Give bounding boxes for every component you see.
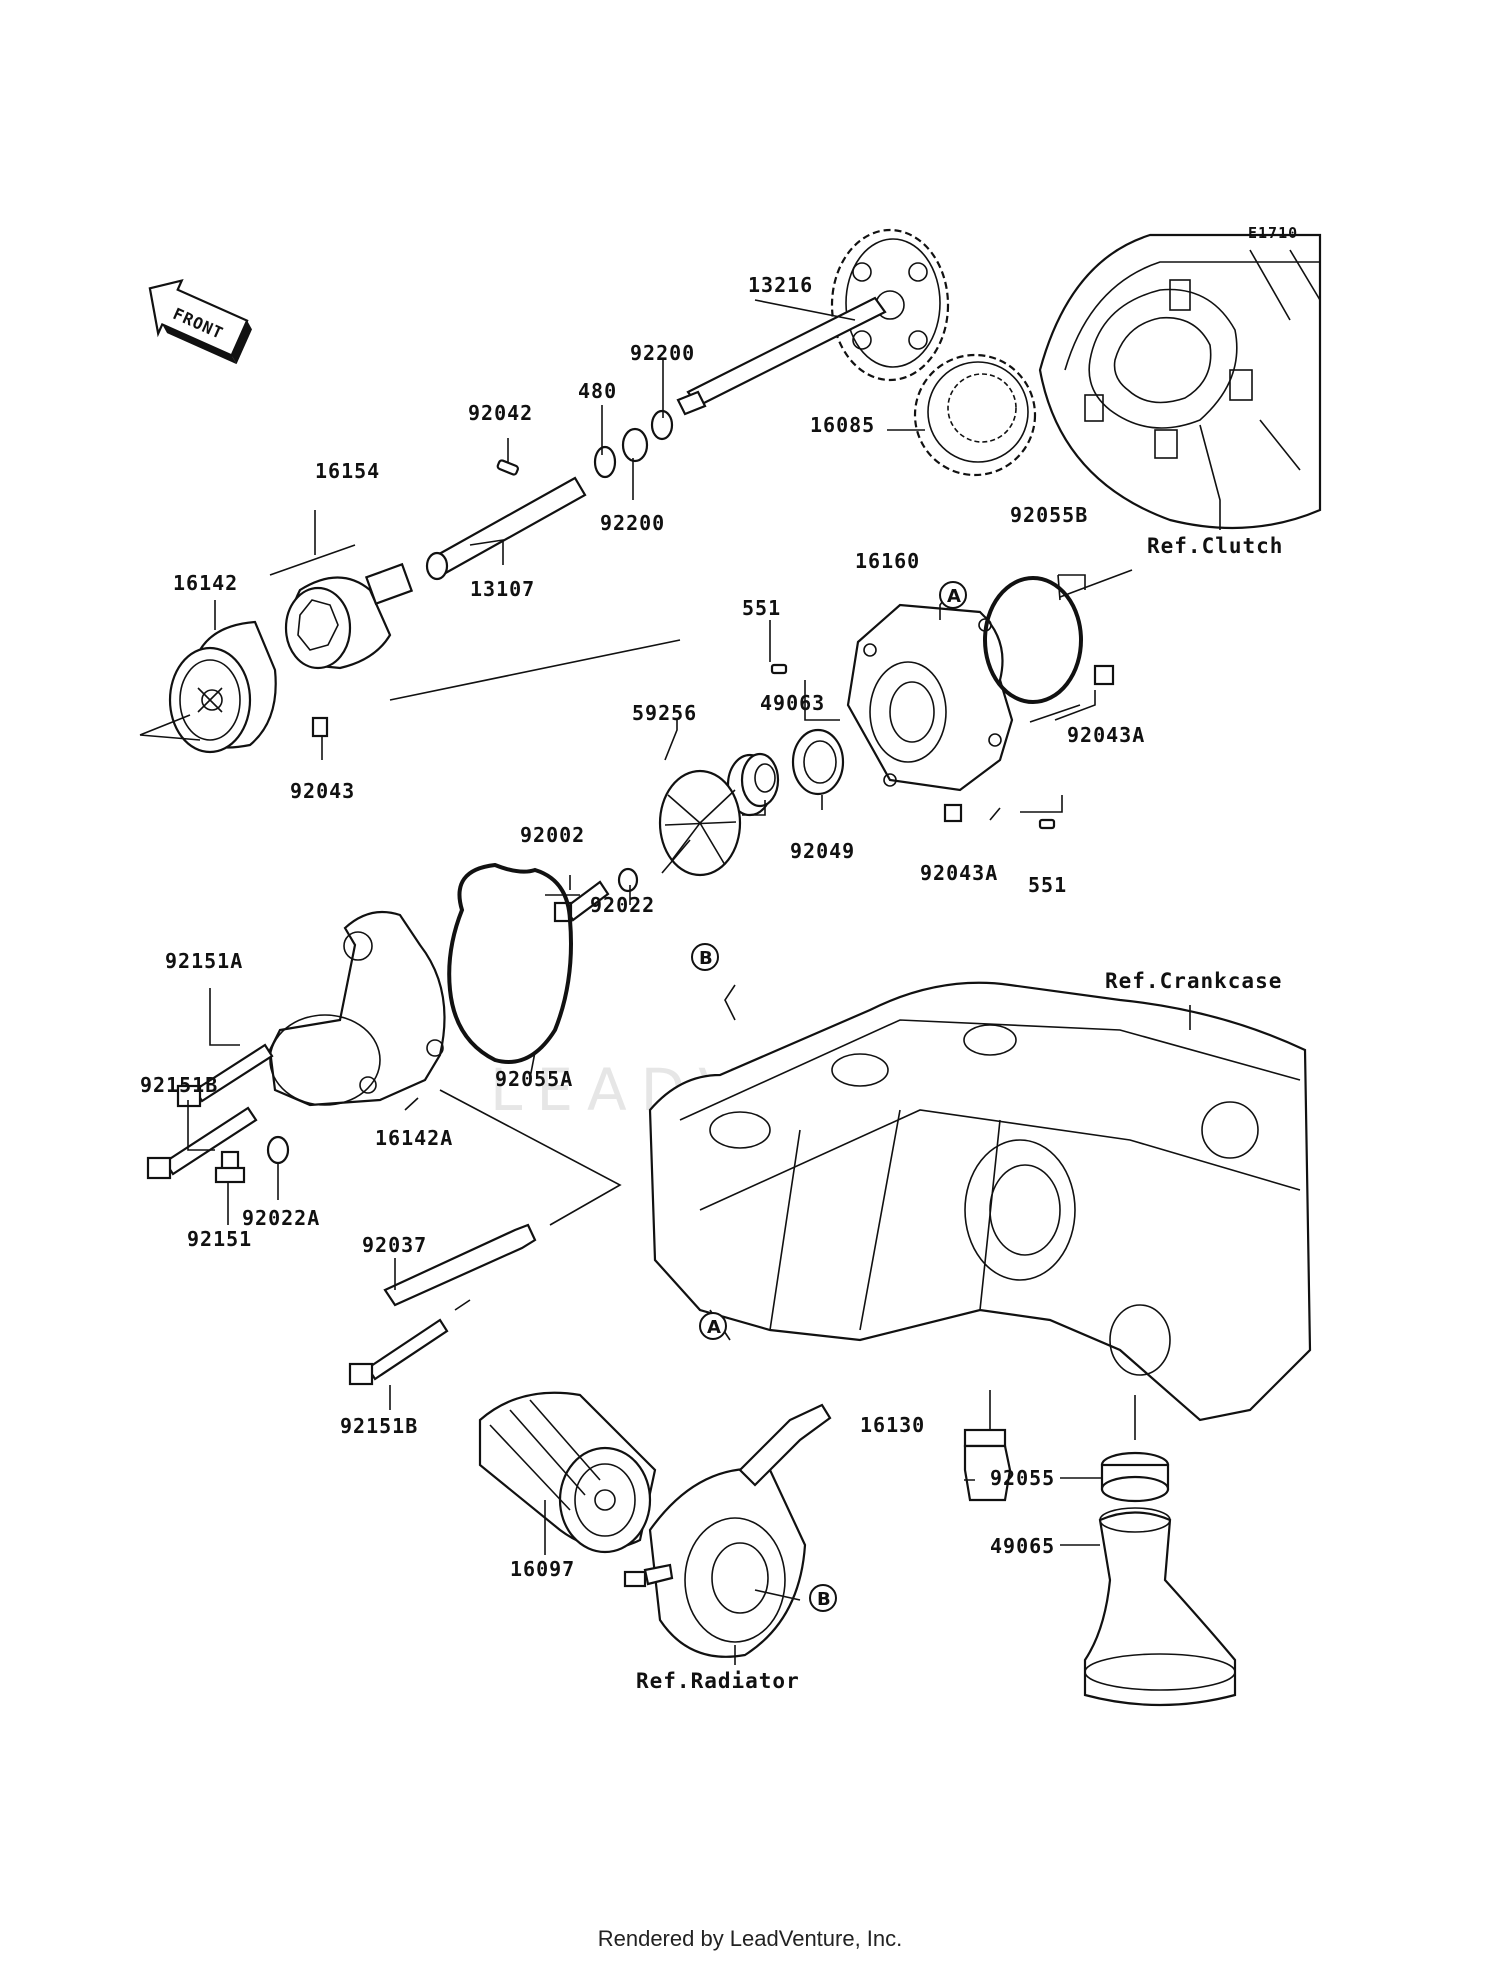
- shaft-13107: [425, 476, 587, 581]
- part-label-92022: 92022: [590, 893, 655, 917]
- callout-b-upper: B: [691, 943, 719, 971]
- part-label-92002: 92002: [520, 823, 585, 847]
- part-label-92151b-lower: 92151B: [340, 1414, 418, 1438]
- oil-cooler: [623, 1403, 832, 1658]
- diagram-code: E1710: [1248, 224, 1298, 242]
- bolt-92151b-lower: [348, 1318, 449, 1386]
- circlip-480: [593, 445, 617, 479]
- leader-lines: [139, 299, 1221, 1665]
- part-label-13107: 13107: [470, 577, 535, 601]
- part-label-92055b: 92055B: [1010, 503, 1088, 527]
- washer-92200-lower: [621, 427, 649, 463]
- dowel-92043: [311, 716, 329, 738]
- part-label-59256: 59256: [632, 701, 697, 725]
- washer-92022: [617, 867, 639, 893]
- crankcase: [648, 981, 1312, 1422]
- washer-92022a: [266, 1135, 290, 1165]
- part-label-92043a-upper: 92043A: [1067, 723, 1145, 747]
- reference-labels: Ref.Clutch Ref.Crankcase Ref.Radiator: [636, 534, 1283, 1693]
- part-label-92055a: 92055A: [495, 1067, 573, 1091]
- part-label-49065: 49065: [990, 1534, 1055, 1558]
- part-label-92022a: 92022A: [242, 1206, 320, 1230]
- part-label-16142a: 16142A: [375, 1126, 453, 1150]
- callout-b-lower: B: [809, 1584, 837, 1612]
- part-label-92037: 92037: [362, 1233, 427, 1257]
- bolt-92151: [214, 1150, 246, 1184]
- pin-551-lower: [1038, 818, 1056, 830]
- gasket-92055a: [447, 862, 573, 1064]
- part-label-551-upper: 551: [742, 596, 781, 620]
- footer-credit: Rendered by LeadVenture, Inc.: [597, 1926, 903, 1951]
- pump-housing-16142: [168, 620, 277, 754]
- dowel-92043a-lower: [943, 803, 963, 823]
- plate-92037: [383, 1223, 537, 1307]
- impeller-59256: [658, 769, 742, 877]
- part-label-92049: 92049: [790, 839, 855, 863]
- pump-body-16142a: [268, 910, 446, 1107]
- part-label-92043: 92043: [290, 779, 355, 803]
- callout-a-lower: A: [699, 1312, 727, 1340]
- part-label-92200-lower: 92200: [600, 511, 665, 535]
- ref-clutch-label: Ref.Clutch: [1147, 534, 1283, 558]
- svg-text:A: A: [947, 586, 961, 607]
- part-label-16142: 16142: [173, 571, 238, 595]
- part-label-92042: 92042: [468, 401, 533, 425]
- part-label-13216: 13216: [748, 273, 813, 297]
- part-label-92151: 92151: [187, 1227, 252, 1251]
- part-label-92151a: 92151A: [165, 949, 243, 973]
- ref-radiator-label: Ref.Radiator: [636, 1669, 800, 1693]
- part-label-92151b-upper: 92151B: [140, 1073, 218, 1097]
- bearing-92049: [791, 728, 845, 796]
- part-label-16097: 16097: [510, 1557, 575, 1581]
- part-label-16154: 16154: [315, 459, 380, 483]
- seal-92055: [1100, 1451, 1170, 1503]
- oil-filter-16097: [478, 1391, 657, 1554]
- bolt-92151b-upper: [146, 1106, 258, 1180]
- oil-strainer-49065: [1083, 1507, 1237, 1707]
- part-labels: 13216 92200 480 92042 16154 16085 92200 …: [140, 273, 1145, 1581]
- fitting-16130: [963, 1428, 1012, 1502]
- pin-92042: [496, 459, 519, 476]
- callout-a-upper: A: [939, 581, 967, 609]
- o-ring-92055b: [983, 576, 1083, 704]
- part-label-551-lower: 551: [1028, 873, 1067, 897]
- svg-text:B: B: [699, 948, 713, 969]
- pump-cover-16160: [846, 603, 1014, 792]
- inner-rotor-16154: [284, 562, 414, 670]
- part-label-16160: 16160: [855, 549, 920, 573]
- part-label-92200-upper: 92200: [630, 341, 695, 365]
- ref-crankcase-label: Ref.Crankcase: [1105, 969, 1282, 993]
- seal-49063: [726, 752, 780, 817]
- part-label-16130: 16130: [860, 1413, 925, 1437]
- svg-text:A: A: [707, 1317, 721, 1338]
- clutch-housing: [1038, 233, 1322, 530]
- front-arrow-icon: FRONT: [148, 278, 252, 365]
- part-label-480: 480: [578, 379, 617, 403]
- gear-16085: [913, 353, 1037, 477]
- part-label-16085: 16085: [810, 413, 875, 437]
- part-label-92043a-lower: 92043A: [920, 861, 998, 885]
- washer-92200-upper: [650, 409, 674, 441]
- part-label-92055: 92055: [990, 1466, 1055, 1490]
- svg-text:B: B: [817, 1589, 831, 1610]
- shaft-gear-13216: [676, 228, 950, 416]
- part-label-49063: 49063: [760, 691, 825, 715]
- dowel-92043a-upper: [1093, 664, 1115, 686]
- pin-551-upper: [770, 663, 788, 675]
- bolt-92151a: [176, 1043, 274, 1108]
